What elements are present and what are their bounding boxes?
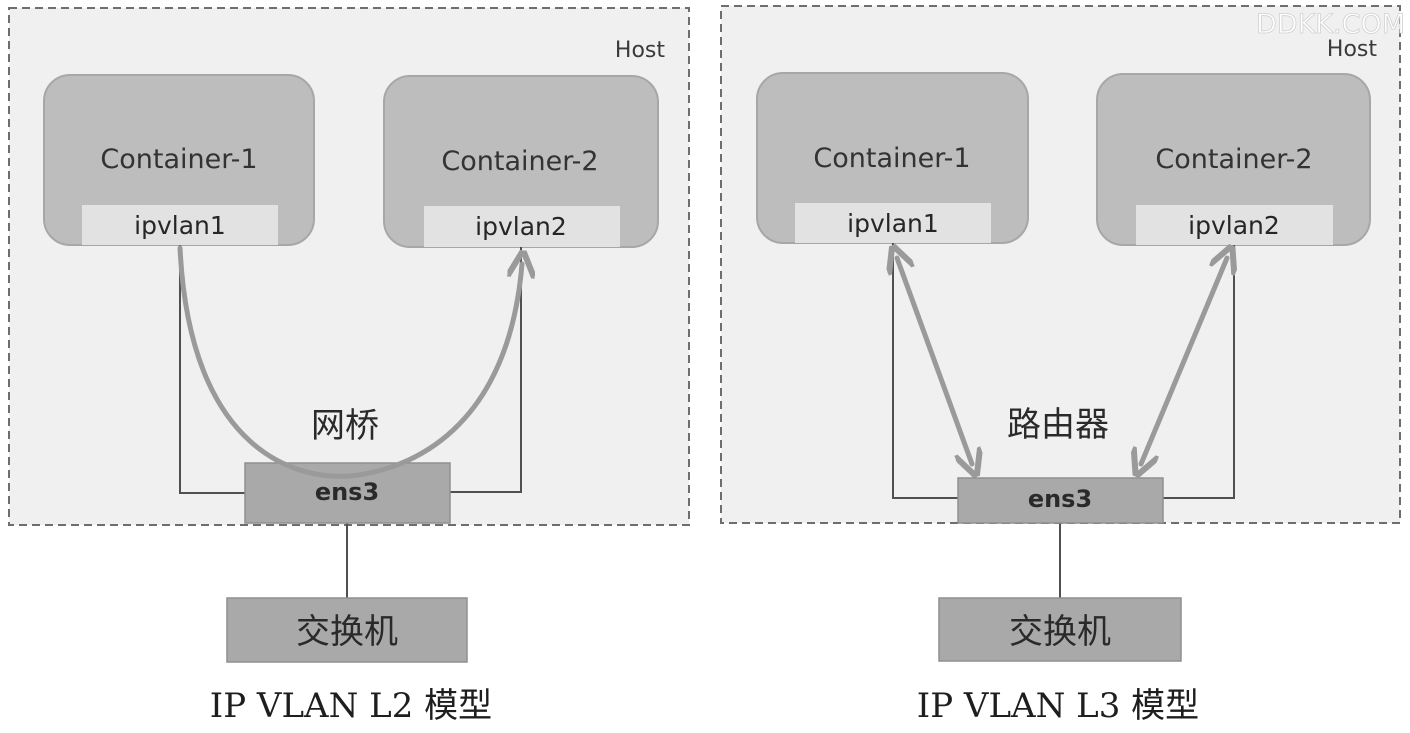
l2-bridge-label: 网桥: [311, 406, 379, 446]
l2-wire-ipvlan1-ens3: [179, 245, 245, 494]
l3-ipvlan1-label: ipvlan1: [847, 209, 939, 238]
l2-container-2: Container-2 ipvlan2: [383, 75, 659, 248]
l2-bridge-flow-arrow: [177, 245, 522, 479]
l3-caption: IP VLAN L3 模型: [917, 686, 1199, 726]
l3-ens3-label: ens3: [1028, 485, 1092, 513]
l3-router-label: 路由器: [1007, 405, 1109, 445]
l3-container-1-label: Container-1: [813, 143, 970, 174]
l3-ipvlan2-label: ipvlan2: [1188, 211, 1280, 240]
l3-ipvlan1-box: [795, 203, 991, 243]
l3-ens3-box: [957, 477, 1164, 524]
l3-switch-box: [938, 597, 1182, 662]
l3-model-panel: Host Container-1 ipvlan1 Container-2 ipv…: [720, 5, 1401, 726]
l3-switch-label: 交换机: [1009, 612, 1111, 652]
l3-host-label: Host: [1327, 37, 1377, 62]
l2-model-panel: Host Container-1 ipvlan1 Container-2 ipv…: [8, 7, 690, 726]
watermark-text: DDKK.COM: [1256, 9, 1405, 40]
l2-ipvlan2-box: [424, 206, 620, 247]
l2-ipvlan2-label: ipvlan2: [475, 212, 567, 241]
l2-container-1-label: Container-1: [100, 144, 257, 175]
l2-switch-box: [226, 597, 468, 663]
l2-host-label: Host: [615, 38, 665, 63]
l3-route-arrow-ipvlan1: [897, 258, 972, 464]
l3-ipvlan2-box: [1136, 205, 1333, 245]
l2-caption: IP VLAN L2 模型: [210, 686, 492, 726]
l3-container-2: Container-2 ipvlan2: [1096, 73, 1371, 246]
l2-ipvlan1-box: [82, 205, 278, 245]
l3-container-1: Container-1 ipvlan1: [756, 72, 1029, 244]
l3-container-2-label: Container-2: [1155, 144, 1312, 175]
l2-ens3-label: ens3: [315, 478, 379, 506]
l3-route-arrow-ipvlan2: [1141, 258, 1227, 464]
l2-ens3-box: [244, 462, 451, 524]
l2-ipvlan1-label: ipvlan1: [134, 211, 226, 240]
l2-wire-ipvlan2-ens3: [450, 247, 522, 493]
l2-container-2-label: Container-2: [441, 146, 598, 177]
l2-container-1: Container-1 ipvlan1: [43, 74, 315, 246]
l2-switch-label: 交换机: [296, 612, 398, 652]
